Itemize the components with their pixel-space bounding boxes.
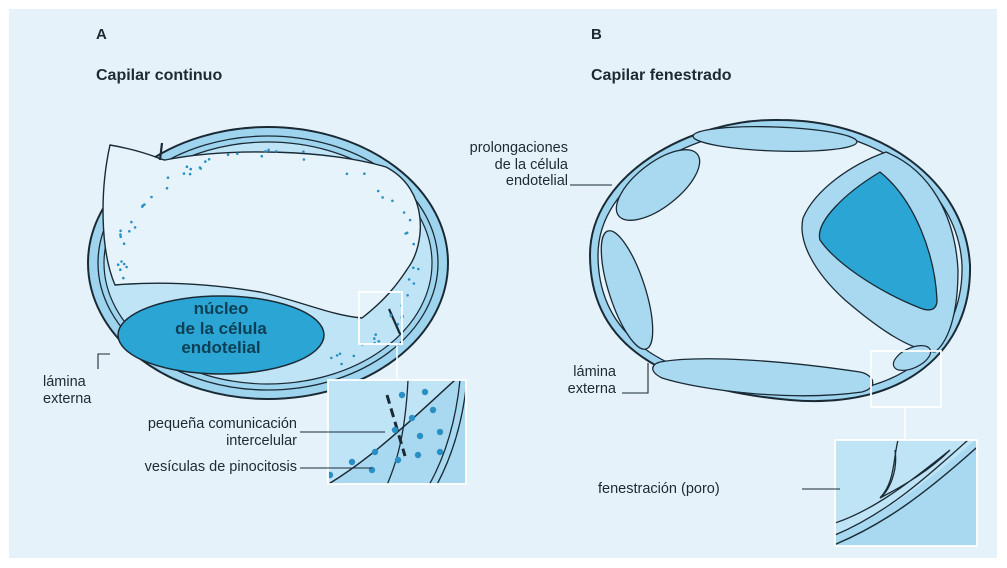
vesicle bbox=[372, 449, 378, 455]
vesicle bbox=[189, 173, 192, 176]
vesicle bbox=[303, 158, 306, 161]
vesicle bbox=[374, 333, 377, 336]
vesicle bbox=[189, 168, 192, 171]
vesicle bbox=[134, 226, 137, 229]
vesicle bbox=[413, 282, 416, 285]
vesicle bbox=[397, 323, 400, 326]
vesicle bbox=[406, 294, 409, 297]
vesicle bbox=[417, 268, 420, 271]
continuous-capillary-inset bbox=[300, 380, 480, 500]
processes-label: prolongaciones de la célula endotelial bbox=[400, 140, 568, 190]
vesicle bbox=[422, 389, 428, 395]
vesicle bbox=[123, 263, 126, 266]
vesicle bbox=[267, 149, 270, 152]
vesicle bbox=[353, 355, 356, 358]
vesicle bbox=[119, 268, 122, 271]
vesicle bbox=[199, 166, 202, 169]
vesicle bbox=[408, 278, 411, 281]
vesicle bbox=[275, 150, 278, 153]
fenestrated-capillary-inset bbox=[815, 440, 990, 560]
vesicle bbox=[117, 263, 120, 266]
vesicle bbox=[122, 277, 125, 280]
vesicle bbox=[403, 211, 406, 214]
vesicle bbox=[399, 392, 405, 398]
vesicle bbox=[142, 204, 145, 207]
fenestrated-capillary bbox=[590, 120, 970, 440]
nucleus-label: núcleo de la célula endotelial bbox=[156, 299, 286, 358]
vesicle bbox=[409, 219, 412, 222]
vesicle bbox=[125, 266, 128, 269]
vesicle bbox=[340, 363, 343, 366]
vesicle bbox=[437, 449, 443, 455]
vesicle bbox=[130, 221, 133, 224]
vesicle bbox=[415, 452, 421, 458]
vesicle bbox=[406, 232, 409, 235]
vesicle bbox=[437, 429, 443, 435]
vesicle bbox=[119, 233, 122, 236]
continuous-capillary bbox=[88, 127, 448, 399]
vesicle bbox=[395, 457, 401, 463]
vesicle bbox=[261, 155, 264, 158]
vesicles-label: vesículas de pinocitosis bbox=[43, 459, 297, 476]
vesicle bbox=[167, 176, 170, 179]
vesicle bbox=[409, 415, 415, 421]
vesicle bbox=[349, 459, 355, 465]
vesicle bbox=[417, 433, 423, 439]
vesicle bbox=[183, 172, 186, 175]
vesicle bbox=[204, 160, 207, 163]
vesicle bbox=[391, 200, 394, 203]
panel-b-letter: B bbox=[591, 26, 602, 43]
vesicle bbox=[166, 187, 169, 190]
vesicle bbox=[302, 150, 305, 153]
vesicle bbox=[412, 243, 415, 246]
vesicle bbox=[186, 165, 189, 168]
panel-a-title: Capilar continuo bbox=[96, 67, 222, 85]
vesicle bbox=[128, 230, 131, 233]
panel-b-title: Capilar fenestrado bbox=[591, 67, 731, 85]
vesicle bbox=[392, 427, 398, 433]
lamina-label-a: lámina externa bbox=[43, 374, 91, 407]
vesicle bbox=[208, 158, 211, 161]
vesicle bbox=[412, 267, 415, 270]
vesicle bbox=[390, 315, 393, 318]
vesicle bbox=[330, 357, 333, 360]
vesicle bbox=[430, 407, 436, 413]
vesicle bbox=[123, 242, 126, 245]
vesicle bbox=[363, 172, 366, 175]
fenestration-label: fenestración (poro) bbox=[598, 481, 720, 498]
vesicle bbox=[264, 150, 267, 153]
vesicle bbox=[119, 236, 122, 239]
vesicle bbox=[120, 260, 123, 263]
vesicle bbox=[377, 190, 380, 193]
lamina-label-b: lámina externa bbox=[540, 364, 616, 397]
junction-label: pequeña comunicación intercelular bbox=[43, 416, 297, 449]
vesicle bbox=[150, 196, 153, 199]
vesicle bbox=[346, 173, 349, 176]
vesicle bbox=[119, 230, 122, 233]
vesicle bbox=[236, 152, 239, 155]
vesicle bbox=[381, 196, 384, 199]
vesicle bbox=[339, 353, 342, 356]
vesicle bbox=[373, 337, 376, 340]
panel-a-letter: A bbox=[96, 26, 107, 43]
vesicle bbox=[227, 154, 230, 157]
vesicle bbox=[378, 340, 381, 343]
vesicle bbox=[336, 354, 339, 357]
